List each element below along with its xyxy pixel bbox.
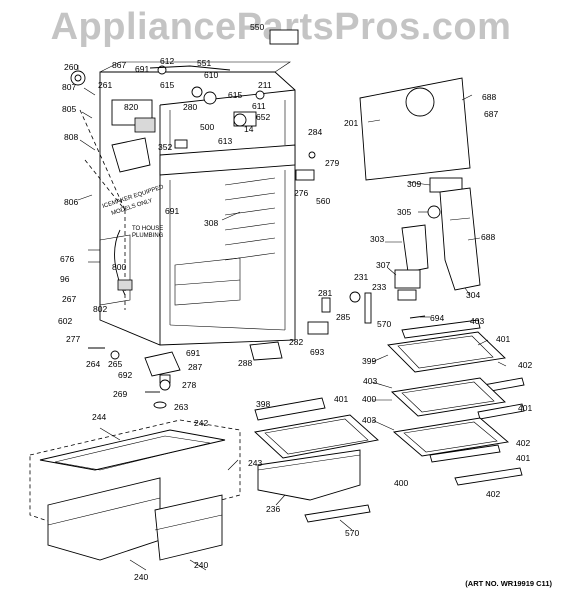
callout: 808 — [64, 132, 78, 142]
callout: 240 — [134, 572, 148, 582]
callout: 403 — [362, 415, 376, 425]
callout: 201 — [344, 118, 358, 128]
callout: 550 — [250, 22, 264, 32]
leader-lines — [77, 65, 507, 571]
callout: 688 — [481, 232, 495, 242]
art-number: (ART NO. WR19919 C11) — [465, 579, 552, 588]
callout: 613 — [218, 136, 232, 146]
right-shelves — [387, 319, 525, 486]
callout: 303 — [370, 234, 384, 244]
callout: 676 — [60, 254, 74, 264]
callout: 800 — [112, 262, 126, 272]
callout: 402 — [486, 489, 500, 499]
callout: 261 — [98, 80, 112, 90]
callout: 401 — [516, 453, 530, 463]
callout: 276 — [294, 188, 308, 198]
callout: 398 — [256, 399, 270, 409]
callout: 610 — [204, 70, 218, 80]
callout: 399 — [362, 356, 376, 366]
callout: 211 — [258, 80, 272, 90]
rear-panel — [359, 77, 471, 193]
callout: 867 — [112, 60, 126, 70]
callout: 267 — [62, 294, 76, 304]
callout: 233 — [372, 282, 386, 292]
callout: 691 — [165, 206, 179, 216]
callout: 308 — [204, 218, 218, 228]
callout: 285 — [336, 312, 350, 322]
callout: 240 — [194, 560, 208, 570]
callout: 403 — [363, 376, 377, 386]
callout: 615 — [228, 90, 242, 100]
callout: 400 — [362, 394, 376, 404]
callout: 692 — [118, 370, 132, 380]
crisper-assembly — [29, 419, 241, 561]
callout: 570 — [377, 319, 391, 329]
callout: 802 — [93, 304, 107, 314]
callout: 807 — [62, 82, 76, 92]
callout: 805 — [62, 104, 76, 114]
callout: 260 — [64, 62, 78, 72]
lower-hardware — [88, 341, 283, 409]
middle-drawer — [254, 397, 379, 523]
callout: 282 — [289, 337, 303, 347]
callout: 688 — [482, 92, 496, 102]
callout: 694 — [430, 313, 444, 323]
callout: 820 — [124, 102, 138, 112]
right-components — [295, 151, 481, 335]
callout: 307 — [376, 260, 390, 270]
callout: 280 — [183, 102, 197, 112]
callout: 401 — [496, 334, 510, 344]
callout: 400 — [394, 478, 408, 488]
callout: 243 — [248, 458, 262, 468]
callout: 284 — [308, 127, 322, 137]
callout: 691 — [135, 64, 149, 74]
callout: 244 — [92, 412, 106, 422]
callout: 278 — [182, 380, 196, 390]
callout: 602 — [58, 316, 72, 326]
callout: 500 — [200, 122, 214, 132]
callout: 403 — [470, 316, 484, 326]
callout: 401 — [334, 394, 348, 404]
callout: 96 — [60, 274, 70, 284]
callout: 402 — [516, 438, 530, 448]
callout: 611 — [252, 101, 266, 111]
callout: 236 — [266, 504, 280, 514]
callout: 279 — [325, 158, 339, 168]
top-components — [70, 29, 299, 173]
callout: 242 — [194, 418, 208, 428]
callout: 287 — [188, 362, 202, 372]
svg-text:TO HOUSE: TO HOUSE — [132, 226, 163, 232]
callout: 693 — [310, 347, 324, 357]
callout: 231 — [354, 272, 368, 282]
callout: 14 — [244, 124, 254, 134]
callout: 570 — [345, 528, 359, 538]
callout: 265 — [108, 359, 122, 369]
part-callouts: 260 867 691 612 551 610 807 261 615 280 … — [58, 22, 532, 582]
callout: 401 — [518, 403, 532, 413]
refrigerator-cabinet — [79, 61, 296, 346]
callout: 612 — [160, 56, 174, 66]
callout: 305 — [397, 207, 411, 217]
callout: 560 — [316, 196, 330, 206]
callout: 687 — [484, 109, 498, 119]
callout: 304 — [466, 290, 480, 300]
svg-text:PLUMBING: PLUMBING — [132, 233, 164, 239]
callout: 652 — [256, 112, 270, 122]
callout: 269 — [113, 389, 127, 399]
callout: 288 — [238, 358, 252, 368]
callout: 551 — [197, 58, 211, 68]
callout: 277 — [66, 334, 80, 344]
callout: 691 — [186, 348, 200, 358]
callout: 402 — [518, 360, 532, 370]
callout: 615 — [160, 80, 174, 90]
callout: 309 — [407, 179, 421, 189]
callout: 806 — [64, 197, 78, 207]
callout: 263 — [174, 402, 188, 412]
callout: 281 — [318, 288, 332, 298]
callout: 264 — [86, 359, 100, 369]
plumbing-note: TO HOUSE PLUMBING — [132, 226, 164, 239]
callout: 352 — [158, 142, 172, 152]
